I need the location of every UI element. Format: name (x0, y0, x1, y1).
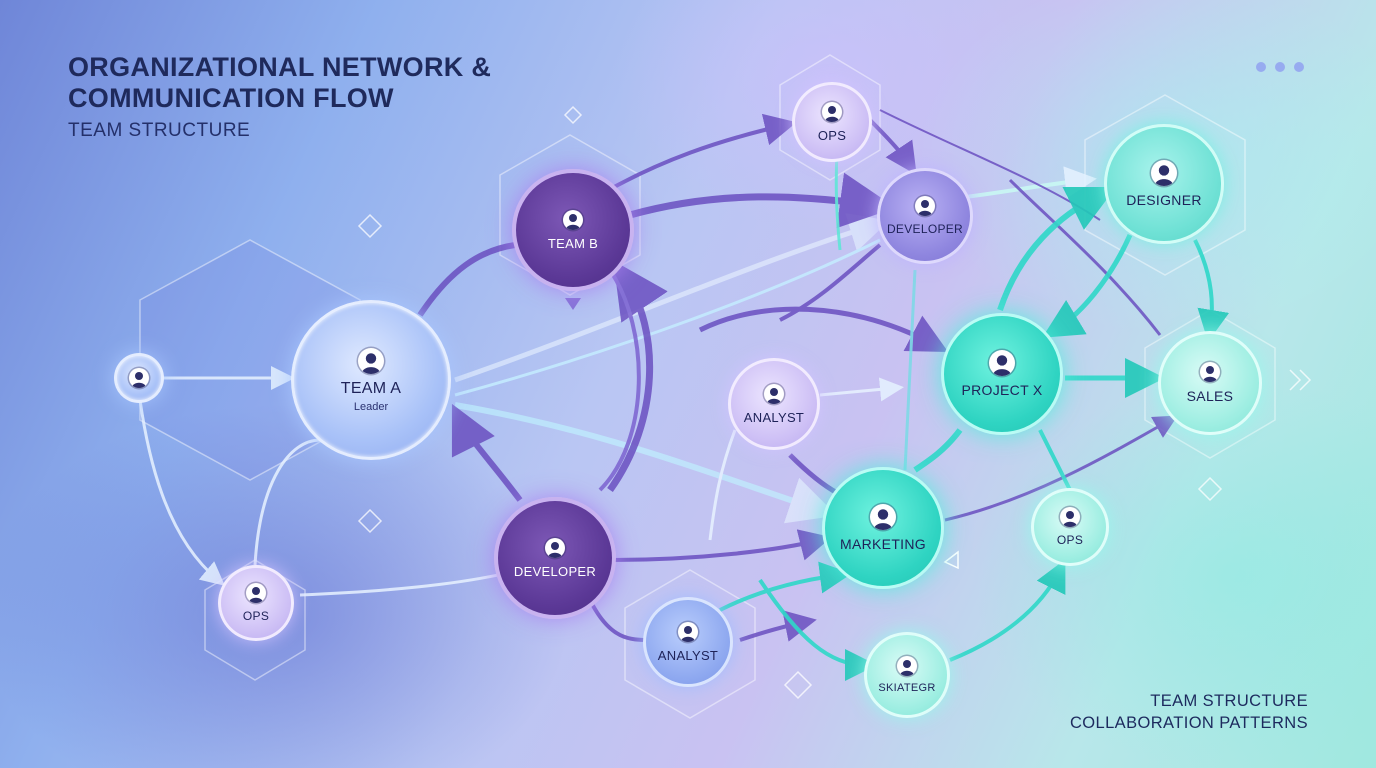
person-icon (246, 583, 266, 603)
node-label: DESIGNER (1126, 192, 1202, 208)
person-icon (764, 383, 784, 404)
node-label: DEVELOPER (513, 563, 597, 579)
light-flows (138, 166, 1097, 597)
subtitle: TEAM STRUCTURE (68, 120, 251, 141)
node-label: DEVELOPER (886, 222, 964, 236)
node-developer-top[interactable]: DEVELOPER (877, 168, 973, 264)
person-icon (915, 196, 935, 216)
node-sales[interactable]: SALES (1158, 331, 1262, 435)
node-label: OPS (1056, 533, 1084, 547)
node-project-x[interactable]: PROJECT X (941, 313, 1063, 435)
title-block: ORGANIZATIONAL NETWORK & COMMUNICATION F… (68, 52, 491, 142)
node-label: ANALYST (657, 647, 719, 663)
person-icon (1060, 507, 1080, 527)
person-icon (678, 621, 698, 642)
node-analyst-bottom[interactable]: ANALYST (643, 597, 733, 687)
decor-triangles (565, 298, 581, 310)
person-icon (358, 347, 384, 374)
footer-legend: TEAM STRUCTURE COLLABORATION PATTERNS (1070, 690, 1308, 734)
node-label: TEAM B (547, 235, 599, 251)
person-icon (563, 209, 583, 230)
node-label: SKIATEGr (878, 682, 936, 694)
person-icon (1200, 362, 1220, 382)
footer-line-2: COLLABORATION PATTERNS (1069, 714, 1308, 732)
footer-line-1: TEAM STRUCTURE (1150, 692, 1308, 710)
node-label: OPS (242, 609, 270, 623)
node-analyst-mid[interactable]: ANALYST (728, 358, 820, 450)
title-line-1: ORGANIZATIONAL NETWORK & (68, 52, 492, 82)
node-developer-left[interactable]: DEVELOPER (494, 497, 616, 619)
node-team-a[interactable]: TEAM A Leader (291, 300, 451, 460)
decor-dots (1256, 62, 1304, 72)
node-label: TEAM A (340, 379, 402, 397)
node-label: PROJECT X (961, 382, 1043, 398)
node-label: OPS (817, 127, 847, 143)
node-ops-top[interactable]: OPS (792, 82, 872, 162)
purple-flows (417, 108, 1178, 642)
title-line-2: COMMUNICATION FLOW (68, 83, 394, 113)
person-icon (897, 656, 917, 676)
person-icon (822, 101, 842, 122)
node-label: MARKETING (840, 536, 926, 552)
node-team-b[interactable]: TEAM B (512, 169, 634, 291)
person-icon (545, 537, 565, 558)
node-ops-right[interactable]: OPS (1031, 488, 1109, 566)
node-label: SALES (1186, 388, 1234, 404)
decor-triangle-outline (943, 550, 959, 570)
node-marketing[interactable]: MARKETING (822, 467, 944, 589)
person-icon (1151, 160, 1177, 186)
person-icon (129, 368, 149, 388)
node-small-left[interactable] (114, 353, 164, 403)
node-sublabel: Leader (353, 400, 389, 413)
person-icon (870, 504, 896, 530)
person-icon (989, 350, 1015, 376)
node-ops-left[interactable]: OPS (218, 565, 294, 641)
node-designer[interactable]: DESIGNER (1104, 124, 1224, 244)
node-label: ANALYST (743, 409, 805, 425)
decor-diamonds (357, 105, 1312, 700)
node-strategy[interactable]: SKIATEGr (864, 632, 950, 718)
